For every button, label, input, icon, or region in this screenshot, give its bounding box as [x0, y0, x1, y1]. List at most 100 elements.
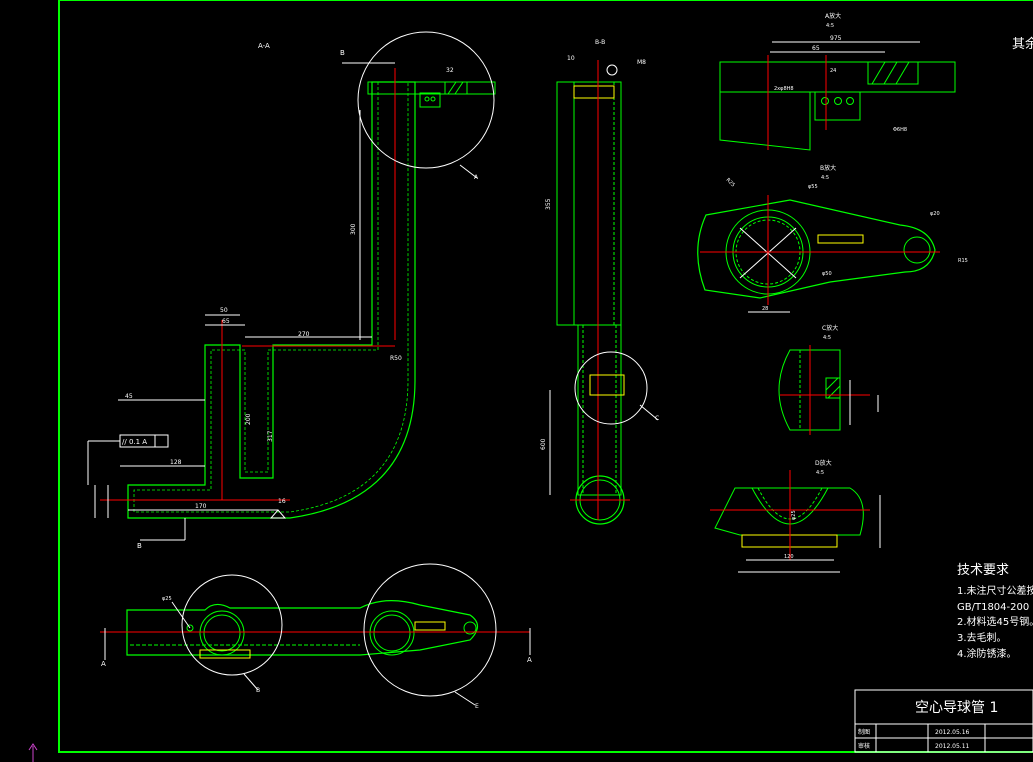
tech-line-4: 3.去毛刺。	[957, 632, 1007, 644]
title-block: 空心导球管 1 制图 2012.05.16 审核 2012.05.11	[854, 689, 1033, 753]
svg-text:R25: R25	[725, 177, 736, 188]
dim-300: 300	[350, 223, 357, 235]
mark-a-right: A	[527, 656, 532, 664]
mark-b-top: B	[340, 49, 345, 57]
section-bb-view: B-B C 10 M8 600 355	[540, 39, 659, 525]
detail-a-view: A放大 4:5 975 65 2xφ8H8 24 Φ6H8 其余	[719, 12, 1033, 151]
top-view: B E φ25 A A	[100, 563, 532, 710]
tech-line-2: GB/T1804-200	[957, 602, 1029, 613]
bb-upper-body	[556, 81, 622, 326]
boss-hole	[424, 96, 430, 102]
detail-c-scale: 4:5	[823, 335, 831, 341]
dim-m8: M8	[637, 59, 646, 66]
tolerance-text: // 0.1 A	[122, 438, 147, 446]
tech-line-5: 4.涂防锈漆。	[957, 647, 1017, 660]
lever-eye-hole	[903, 236, 931, 264]
dim-10: 10	[567, 55, 575, 62]
detail-a-boss	[814, 91, 861, 121]
part-name: 空心导球管 1	[915, 700, 998, 716]
tech-heading: 技术要求	[957, 563, 1009, 578]
detail-circle-a	[357, 31, 495, 169]
bb-pin-hole	[589, 374, 625, 396]
ucs-arrow-icon	[28, 743, 38, 751]
detail-d-view: D放大 4:5 120 φ25	[710, 459, 881, 573]
dim-975: 975	[830, 35, 842, 42]
surface-note: 其余	[1012, 36, 1033, 52]
bb-lower-body	[577, 324, 622, 496]
dim-r50: R50	[390, 355, 402, 362]
dim-phi20: φ20	[930, 211, 940, 217]
callout-e-label: E	[475, 703, 479, 710]
detail-a-hatch	[867, 61, 919, 85]
drawn-label: 制图	[858, 728, 870, 736]
tech-line-1: 1.未注尺寸公差按	[957, 584, 1033, 597]
top-view-bore-left	[199, 610, 245, 656]
pipe-outline	[127, 81, 416, 519]
dim-phi25: φ25	[791, 510, 797, 520]
dim-phi55: φ55	[808, 184, 818, 190]
detail-b-title: B放大	[820, 164, 836, 172]
detail-c-body	[778, 349, 841, 431]
title-block-frame	[854, 689, 1033, 753]
callout-b-label: B	[256, 687, 260, 694]
detail-a-title: A放大	[825, 12, 841, 20]
detail-b-scale: 4:5	[821, 175, 829, 181]
callout-a-label: A	[474, 174, 479, 181]
callout-c-label: C	[655, 415, 659, 422]
dim-phi50: φ50	[822, 271, 832, 277]
dim-170: 170	[195, 503, 207, 510]
bb-top-insert	[573, 85, 615, 99]
dim-128: 128	[170, 459, 182, 466]
dim-45: 45	[125, 393, 133, 400]
detail-d-title: D放大	[815, 459, 832, 467]
dim-24: 24	[830, 68, 836, 74]
hole-icon	[821, 97, 829, 105]
detail-a-scale: 4:5	[826, 23, 834, 29]
top-view-outline	[126, 600, 479, 656]
top-view-slot	[414, 621, 446, 631]
dim-65: 65	[222, 318, 230, 325]
svg-text:φ25: φ25	[162, 596, 172, 602]
detail-d-scale: 4:5	[816, 470, 824, 476]
detail-circle-e	[363, 563, 497, 697]
detail-b-view: B放大 4:5 φ20 R15 φ55 φ50 28 R25	[697, 164, 968, 313]
detail-a-pipe	[719, 92, 811, 151]
pipe-inner-wall	[133, 82, 409, 513]
svg-text:28: 28	[762, 306, 768, 312]
section-bb-label: B-B	[595, 39, 605, 46]
detail-c-view: C放大 4:5	[778, 324, 879, 435]
technical-requirements: 技术要求 1.未注尺寸公差按 GB/T1804-200 2.材料选45号钢。 3…	[957, 563, 1033, 660]
detail-circle-b	[181, 574, 283, 676]
tech-line-3: 2.材料选45号钢。	[957, 615, 1033, 628]
dim-r15: R15	[958, 258, 968, 264]
svg-text:Φ6H8: Φ6H8	[893, 127, 907, 133]
lever-slot	[817, 234, 864, 244]
checked-date: 2012.05.11	[935, 743, 970, 750]
section-aa-view: A-A A B 32 300 50 65 270 45 R50 200	[87, 31, 496, 550]
dim-16: 16	[278, 498, 286, 505]
hole-icon	[846, 97, 854, 105]
dim-2m8: 2xφ8H8	[774, 86, 794, 92]
svg-text:200: 200	[245, 413, 252, 425]
top-view-bore-right	[369, 610, 415, 656]
detail-c-title: C放大	[822, 324, 838, 332]
section-aa-label: A-A	[258, 42, 270, 50]
hole-icon	[834, 97, 842, 105]
boss-hole	[430, 96, 436, 102]
drawn-date: 2012.05.16	[935, 729, 970, 736]
svg-text:65: 65	[812, 45, 820, 52]
dim-270: 270	[298, 331, 310, 338]
svg-text:355: 355	[545, 198, 552, 210]
detail-a-flange	[719, 61, 956, 93]
dim-120: 120	[784, 554, 794, 560]
detail-d-body	[714, 487, 864, 536]
detail-circle-c	[574, 351, 648, 425]
dim-50: 50	[220, 307, 228, 314]
dim-32: 32	[446, 67, 454, 74]
svg-text:317: 317	[267, 430, 274, 442]
checked-label: 审核	[858, 742, 870, 750]
drawing-frame	[58, 0, 1033, 753]
top-view-eye	[463, 621, 477, 635]
flange-boss	[419, 92, 441, 108]
